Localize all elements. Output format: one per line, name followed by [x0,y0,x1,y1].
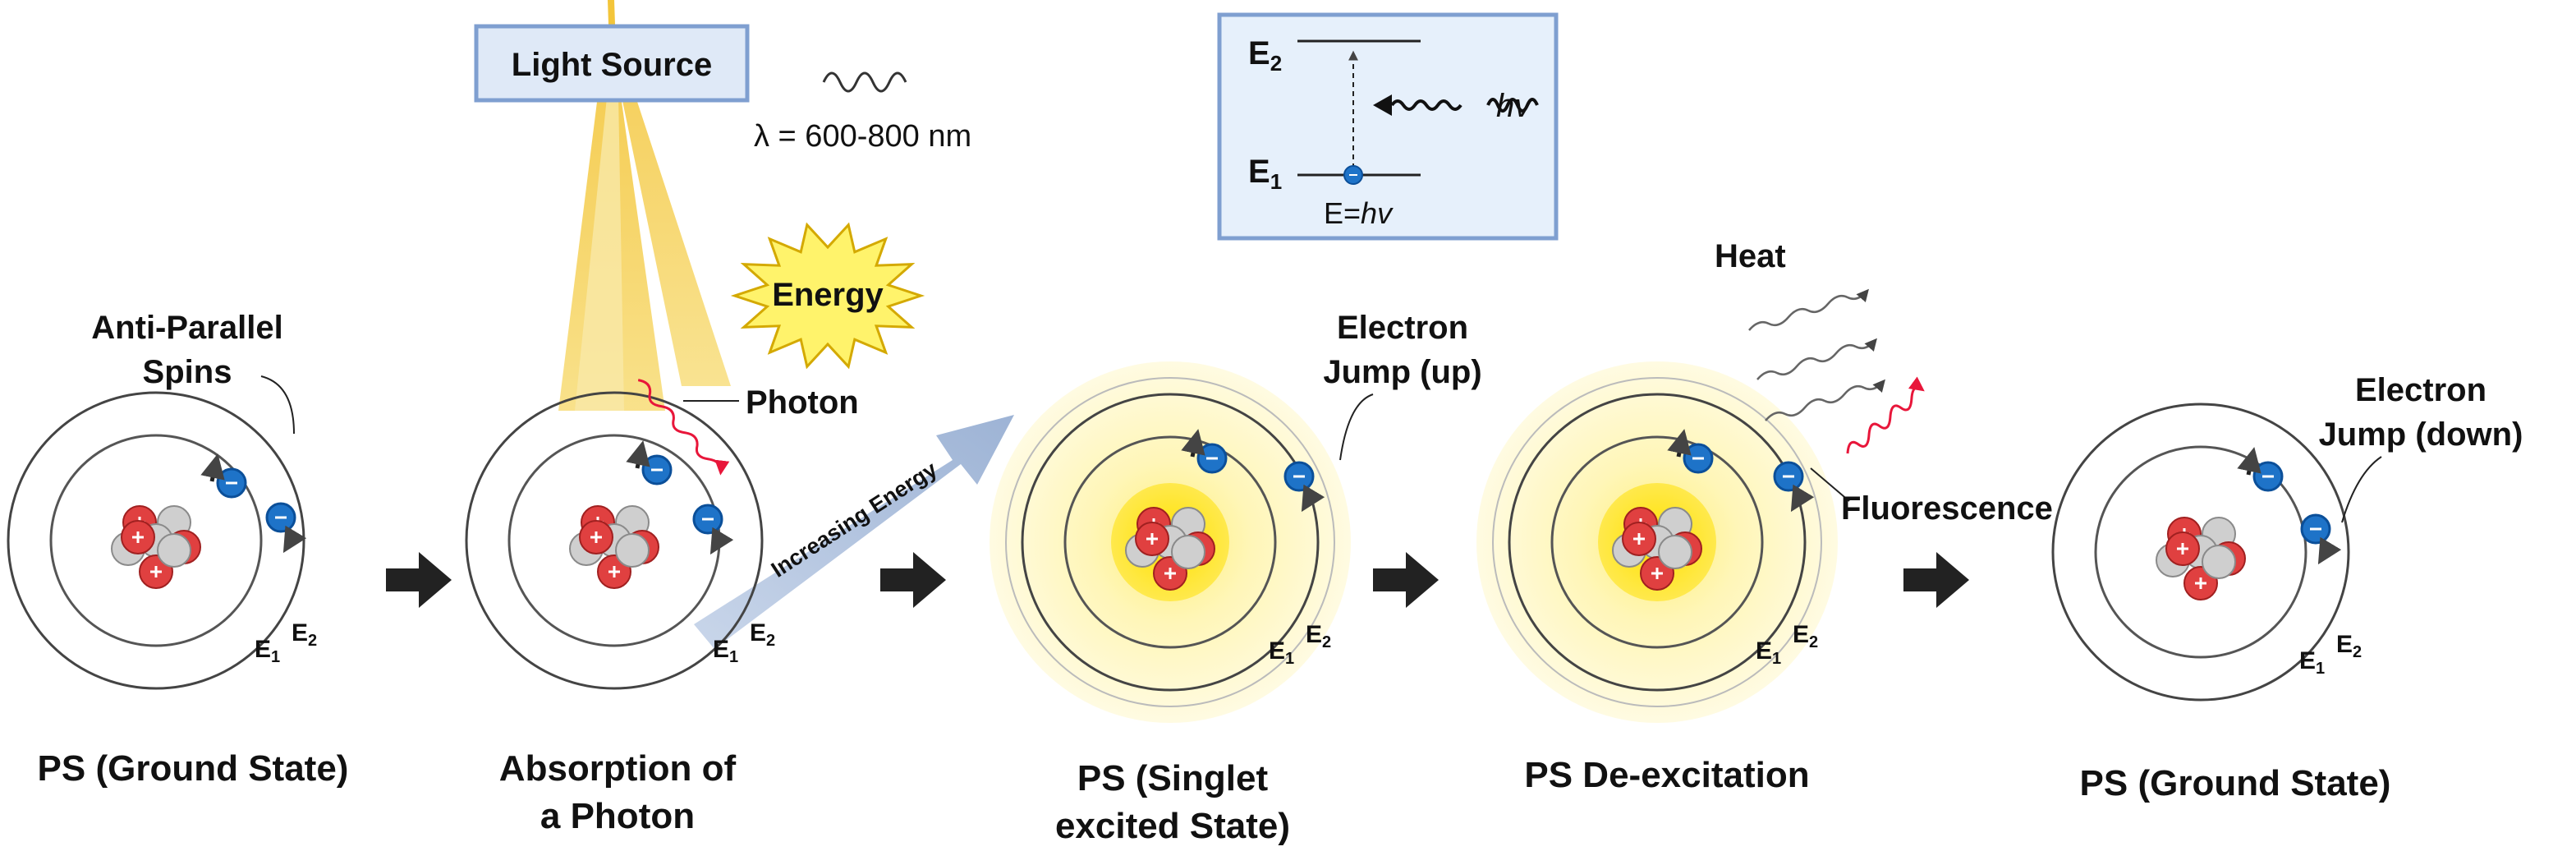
jump-down-line2: Jump (down) [2319,416,2523,453]
electron [2300,513,2342,565]
anti-parallel-line1: Anti-Parallel [91,310,282,346]
electron [265,502,307,554]
spin-up-arrow [1667,429,1692,458]
spin-up-arrow [626,440,650,469]
electron-jump-up-annotation: Electron Jump (up) [1323,310,1482,461]
photon-wave-icon [1486,98,1539,113]
panel-equation-label: E= [1324,196,1361,230]
nucleus [1125,507,1215,591]
orbit-label-e2: E2 [750,619,775,650]
electron [2237,447,2284,492]
spin-up-arrow [2237,447,2261,476]
spin-down-arrow [282,525,307,554]
nucleus [1612,507,1702,591]
spin-up-arrow [1181,429,1205,458]
panel-e1-label: E [1248,154,1270,190]
orbit-label-e1: E1 [2299,647,2325,678]
transition-arrows [386,552,1969,608]
fluorescence-squiggle: Fluorescence [1810,376,2053,527]
heat-label: Heat [1715,238,1786,274]
stage-caption: PS (Ground State) [2080,763,2391,803]
nucleus [569,505,659,589]
spin-down-arrow [1790,484,1815,513]
inner-orbit [2094,445,2307,659]
atom-stage-2: E1 E2 [465,391,775,690]
neutron [1171,535,1205,569]
electron [200,453,247,499]
wave-icon [822,71,907,93]
light-source-box: Light Source [474,24,750,103]
atom-stage-5: E1 E2 [2051,403,2362,702]
outer-orbit [465,391,764,690]
fluorescence-label: Fluorescence [1841,490,2053,527]
energy-label: Energy [772,277,884,313]
orbit-label-e2: E2 [292,619,317,650]
jump-up-line2: Jump (up) [1323,354,1481,390]
stage-caption: PS De-excitation [1524,755,1809,795]
photon-label: Photon [746,384,859,421]
wavelength-group: λ = 600-800 nm [754,71,971,154]
neutron [2202,545,2236,579]
outer-orbit [2051,403,2350,702]
anti-parallel-annotation: Anti-Parallel Spins [91,310,295,435]
neutron [157,533,191,568]
photon-squiggle: Photon [637,379,859,476]
light-source-label: Light Source [512,47,712,83]
wavelength-label: λ = 600-800 nm [754,119,971,154]
svg-text:E1: E1 [1248,154,1282,194]
stage-caption: PS (Ground State) [38,748,349,789]
outer-orbit [1508,393,1807,692]
spin-down-arrow [709,527,734,555]
electron [692,504,734,555]
inner-orbit [49,434,263,647]
heat-squiggles: Heat [1715,238,1885,421]
electron-jump-down-annotation: Electron Jump (down) [2319,372,2523,523]
jump-down-line1: Electron [2355,372,2486,408]
neutron [615,533,650,568]
stage-caption: PS (Singlet [1077,758,1269,798]
electron [1283,461,1325,513]
electron [626,440,673,485]
outer-orbit [1021,393,1320,692]
electron [1773,461,1815,513]
svg-text:E=hv: E=hv [1324,196,1394,230]
energy-burst: Energy [730,222,925,370]
electron [1181,429,1228,474]
spin-down-arrow [1301,484,1325,513]
orbit-label-e1: E1 [713,636,738,666]
orbit-label-e1: E1 [255,636,280,666]
nucleus [111,505,201,589]
stage-caption: a Photon [540,796,695,836]
stage-transition-arrow [1373,552,1439,608]
inner-orbit [1063,435,1277,649]
stage-transition-arrow [880,552,946,608]
atom-stage-1: E1 E2 [7,391,317,690]
spin-down-arrow [2317,536,2342,565]
spin-up-arrow [200,453,225,482]
jump-up-line1: Electron [1337,310,1468,346]
light-beams [558,0,731,411]
electron [1667,429,1714,474]
stage-caption: excited State) [1055,806,1290,846]
inner-orbit [1550,435,1764,649]
panel-e2-label: E [1248,35,1270,71]
stage-transition-arrow [386,552,452,608]
nucleus [2156,517,2246,600]
stage-transition-arrow [1903,552,1969,608]
stage-caption: Absorption of [499,748,737,789]
anti-parallel-line2: Spins [143,354,232,390]
neutron [1658,535,1692,569]
energy-level-panel: E2 E1 hv E=hv [1217,12,1559,241]
panel-hv-label: hv [1496,88,1532,124]
stage-captions: PS (Ground State) Absorption of a Photon PS… [38,748,2391,846]
svg-text:E2: E2 [1248,35,1282,76]
orbit-label-e2: E2 [2336,631,2362,661]
